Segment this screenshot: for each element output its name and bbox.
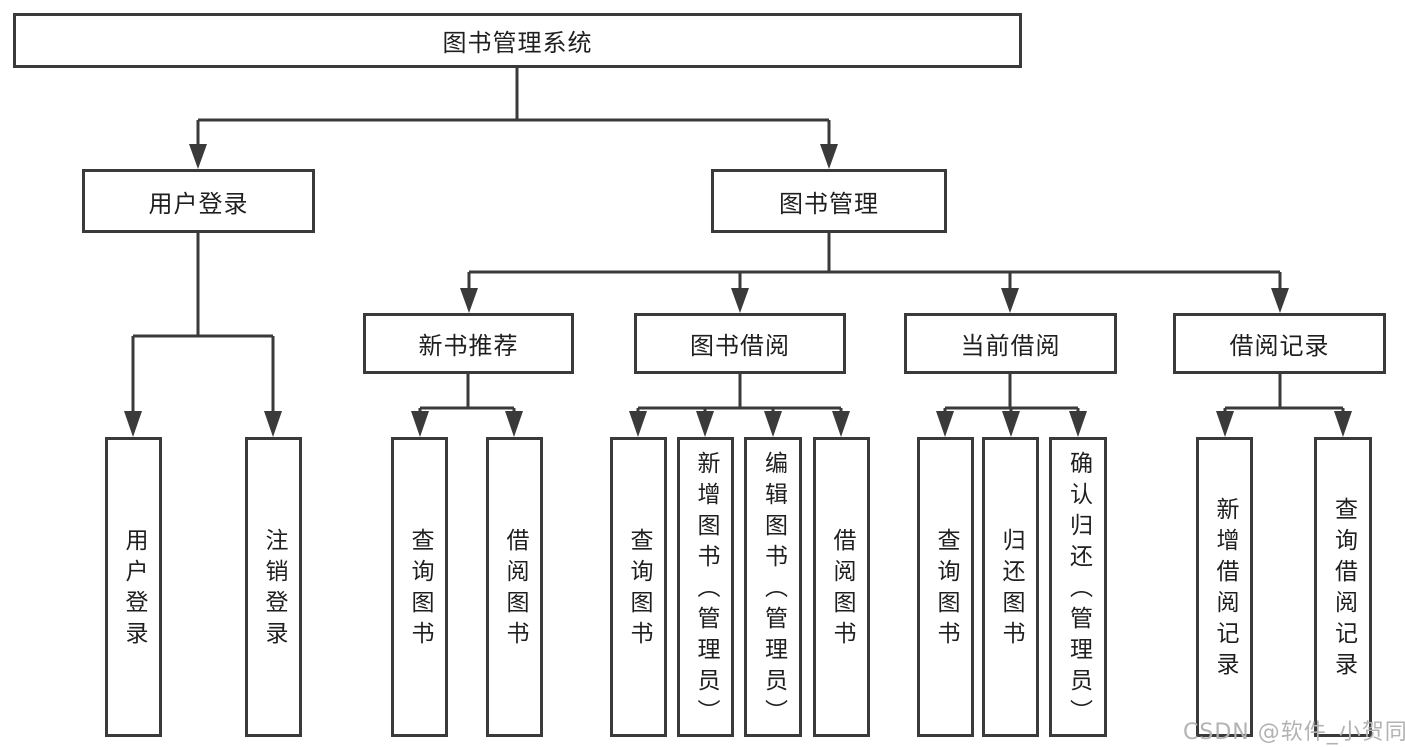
node-current-borrow: 当前借阅	[904, 313, 1117, 374]
node-label: 注销登录	[261, 528, 287, 652]
arrowhead	[460, 288, 478, 313]
arrowhead	[189, 144, 207, 169]
leaf-query-books-newrec: 查询图书	[391, 437, 448, 737]
node-book-mgmt: 图书管理	[711, 169, 947, 233]
connector-line	[636, 374, 843, 413]
arrowhead	[832, 411, 850, 437]
leaf-confirm-return-admin: 确认归还（管理员）	[1049, 437, 1107, 737]
node-label: 借阅图书	[502, 528, 528, 652]
leaf-query-borrow-record: 查询借阅记录	[1314, 437, 1372, 737]
arrowhead	[264, 411, 282, 437]
leaf-borrow-books-borrow: 借阅图书	[813, 437, 870, 737]
arrowhead	[411, 411, 429, 437]
leaf-query-books-current: 查询图书	[917, 437, 974, 737]
node-new-book-rec: 新书推荐	[363, 313, 574, 374]
node-label: 确认归还（管理员）	[1065, 450, 1092, 730]
arrowhead	[936, 411, 954, 437]
node-label: 归还图书	[998, 528, 1024, 652]
edge-root-to-level2	[189, 68, 838, 169]
node-label: 查询图书	[407, 528, 433, 652]
node-borrow-records: 借阅记录	[1173, 313, 1386, 374]
arrowhead	[696, 411, 714, 437]
arrowhead	[820, 144, 838, 169]
edge-borrow-records-to-leaves	[1216, 374, 1352, 437]
arrowhead	[629, 411, 647, 437]
connector-line	[418, 374, 516, 413]
edge-new-book-rec-to-leaves	[411, 374, 523, 437]
node-label: 查询图书	[626, 528, 652, 652]
arrowhead	[505, 411, 523, 437]
arrowhead	[764, 411, 782, 437]
node-label: 编辑图书（管理员）	[760, 450, 787, 730]
node-book-borrow: 图书借阅	[634, 313, 846, 374]
node-label: 当前借阅	[960, 332, 1061, 360]
leaf-logout-login: 注销登录	[245, 437, 302, 737]
node-label: 新增借阅记录	[1212, 497, 1238, 683]
connector-line	[1223, 374, 1345, 413]
leaf-edit-books-admin: 编辑图书（管理员）	[744, 437, 802, 737]
node-label: 新书推荐	[418, 332, 519, 360]
node-root-system: 图书管理系统	[13, 13, 1022, 68]
edge-book-mgmt-to-level3	[460, 233, 1289, 313]
node-label: 图书管理系统	[442, 29, 593, 57]
leaf-borrow-books-newrec: 借阅图书	[486, 437, 543, 737]
csdn-watermark: CSDN @软件_小贺同学	[1183, 720, 1405, 745]
node-label: 图书管理	[779, 189, 879, 218]
node-label: 新增图书（管理员）	[693, 450, 719, 730]
node-label: 用户登录	[121, 528, 147, 652]
node-label: 借阅记录	[1229, 332, 1330, 360]
arrowhead	[1334, 411, 1352, 437]
connector-line	[131, 233, 275, 413]
arrowhead	[124, 411, 142, 437]
leaf-query-books-borrow: 查询图书	[610, 437, 667, 737]
arrowhead	[1216, 411, 1234, 437]
arrowhead	[1001, 288, 1019, 313]
leaf-add-borrow-record: 新增借阅记录	[1196, 437, 1253, 737]
edge-current-borrow-to-leaves	[936, 374, 1087, 437]
arrowhead	[1002, 411, 1020, 437]
arrowhead	[731, 288, 749, 313]
node-label: 用户登录	[148, 189, 249, 218]
node-user-login: 用户登录	[82, 169, 315, 233]
edge-book-borrow-to-leaves	[629, 374, 850, 437]
arrowhead	[1069, 411, 1087, 437]
arrowhead	[1271, 288, 1289, 313]
node-label: 借阅图书	[829, 528, 855, 652]
edge-user-login-to-leaves	[124, 233, 282, 437]
leaf-add-books-admin: 新增图书（管理员）	[677, 437, 734, 737]
connector-line	[467, 233, 1282, 289]
node-label: 查询借阅记录	[1330, 497, 1357, 683]
node-label: 查询图书	[933, 528, 959, 652]
leaf-user-login: 用户登录	[105, 437, 162, 737]
leaf-return-books: 归还图书	[982, 437, 1039, 737]
connector-line	[943, 374, 1080, 413]
connector-line	[196, 68, 831, 146]
node-label: 图书借阅	[690, 332, 790, 360]
